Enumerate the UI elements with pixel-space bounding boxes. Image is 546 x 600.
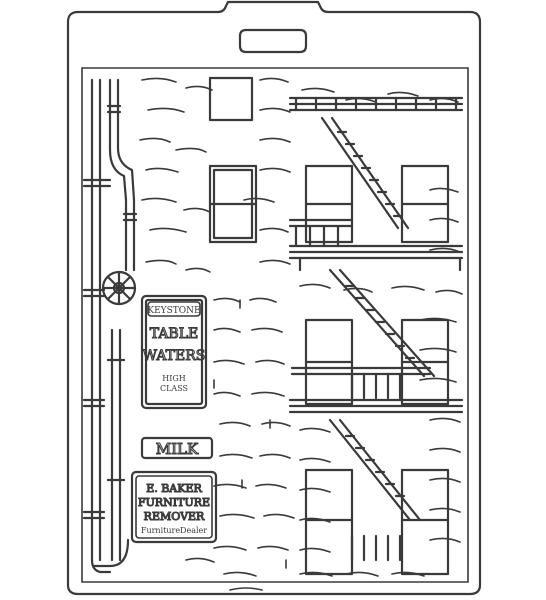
keystone-tag2-text: CLASS [160,384,188,393]
baker-line4-text: FurnitureDealer [141,526,207,535]
window-top-small [208,76,254,122]
window-bottom-right [400,468,450,576]
baker-line1-text: E. BAKER [146,482,202,495]
keystone-brand-text: KEYSTONE [147,306,200,316]
window-bottom-left [304,468,354,576]
window-lower-left [304,318,354,406]
mould-bottom-shadow [229,587,263,591]
milk-sign-text: MILK [156,440,199,458]
keystone-table-waters-sign: KEYSTONE TABLE WATERS HIGH CLASS [140,294,208,410]
baker-line2-text: FURNITURE [138,496,210,509]
window-upper-left [208,164,258,244]
window-upper-middle [304,164,354,244]
keystone-tag1-text: HIGH [162,374,186,383]
brick-wall [139,77,463,577]
fire-escape [288,96,464,562]
keystone-line2-text: WATERS [143,348,206,364]
milk-sign: MILK [140,436,214,460]
keystone-line1-text: TABLE [150,326,199,342]
baker-line3-text: REMOVER [144,510,205,523]
window-lower-right [400,318,450,406]
valve-wheel-icon [101,270,137,306]
mould-outline [66,0,482,596]
pipes [82,78,138,574]
baker-furniture-sign: E. BAKER FURNITURE REMOVER FurnitureDeal… [130,470,218,544]
inner-frame [81,67,469,583]
window-upper-right [400,164,450,244]
hanging-slot [238,28,308,54]
